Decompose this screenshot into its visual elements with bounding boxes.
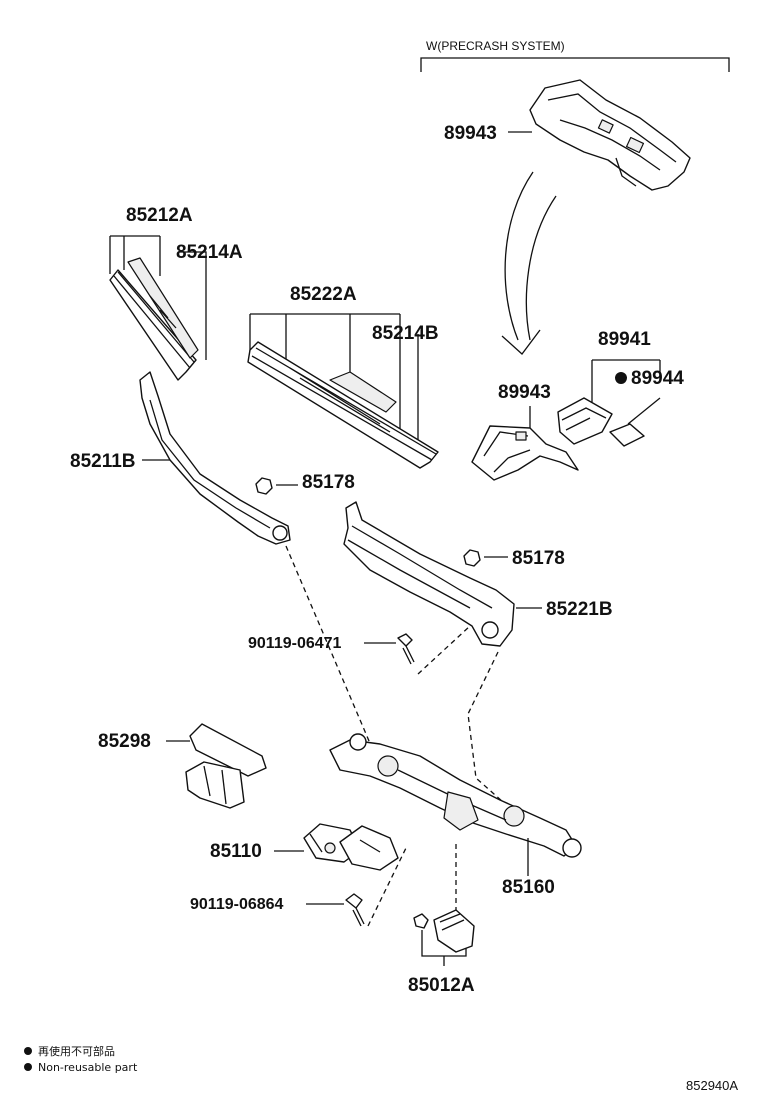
sensor-module-shape	[557, 397, 613, 445]
label-85110: 85110	[210, 841, 262, 862]
label-85178-b: 85178	[512, 548, 565, 569]
variant-bracket	[420, 57, 730, 72]
label-90119-06864: 90119-06864	[190, 896, 284, 913]
bolt-icon	[397, 633, 415, 665]
nut-icon	[463, 549, 481, 567]
leader-85012A	[421, 930, 467, 966]
label-85211B: 85211B	[70, 451, 136, 472]
precrash-bracket-lower-shape	[471, 425, 579, 481]
label-85178-a: 85178	[302, 472, 355, 493]
wiper-blade-right-shape	[247, 341, 439, 469]
label-85012A: 85012A	[408, 975, 475, 996]
wiper-motor-shape	[303, 823, 399, 871]
leader-85222A	[249, 313, 419, 452]
label-85298: 85298	[98, 731, 151, 752]
legend-dot-en-icon	[24, 1063, 32, 1071]
nut-icon	[255, 477, 273, 495]
label-85222A: 85222A	[290, 284, 357, 305]
variant-label: W(PRECRASH SYSTEM)	[426, 39, 565, 53]
figure-code: 852940A	[686, 1078, 738, 1093]
label-85214B: 85214B	[372, 323, 439, 344]
connector-shape	[413, 909, 475, 953]
precrash-bracket-upper-shape	[529, 79, 691, 191]
label-85212A: 85212A	[126, 205, 193, 226]
motor-cover-shape	[185, 723, 267, 809]
sensor-pad-shape	[609, 423, 645, 447]
wiper-arm-left-shape	[139, 371, 291, 545]
label-85160: 85160	[502, 877, 555, 898]
bolt-icon	[345, 893, 365, 927]
legend-dot-jp-icon	[24, 1047, 32, 1055]
label-85214A: 85214A	[176, 242, 243, 263]
leader-89941	[591, 359, 661, 425]
wiper-blade-left-shape	[109, 257, 199, 381]
label-85221B: 85221B	[546, 599, 613, 620]
wiper-arm-right-shape	[343, 501, 515, 647]
legend-en: Non-reusable part	[38, 1061, 138, 1074]
label-89943-lower: 89943	[498, 382, 551, 403]
label-90119-06471: 90119-06471	[248, 635, 342, 652]
leader-85212A	[109, 235, 207, 360]
label-89941: 89941	[598, 329, 651, 350]
label-89943-upper: 89943	[444, 123, 497, 144]
assembly-dashed-lines	[285, 545, 513, 927]
label-89944: 89944	[631, 368, 684, 389]
curved-arrow-icon	[501, 171, 557, 355]
wiper-linkage-shape	[329, 733, 582, 858]
non-reusable-mark-icon	[615, 372, 627, 384]
legend-jp: 再使用不可部品	[38, 1044, 115, 1058]
